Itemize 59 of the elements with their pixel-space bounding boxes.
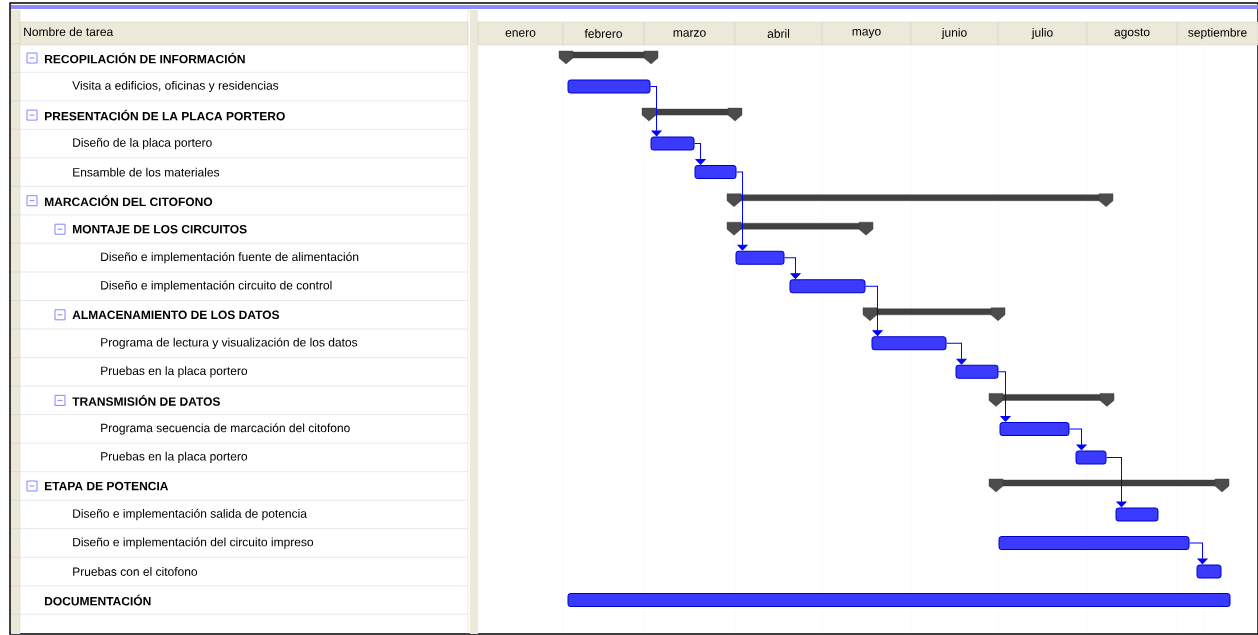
task-bar xyxy=(567,79,651,94)
task-bar xyxy=(999,421,1070,436)
task-name: Pruebas en la placa portero xyxy=(101,451,248,463)
dependency-arrow xyxy=(998,371,1011,422)
dependency-arrow xyxy=(1106,456,1127,508)
task-name: Diseño e implementación circuito de control xyxy=(101,280,332,292)
task-bar xyxy=(735,250,785,265)
summary-bar xyxy=(862,307,1006,321)
summary-bar xyxy=(726,222,874,236)
task-bar xyxy=(955,364,999,379)
column-header: enero xyxy=(477,21,564,46)
column-header: marzo xyxy=(643,21,736,46)
task-name: Pruebas en la placa portero xyxy=(101,366,248,378)
task-name: TRANSMISIÓN DE DATOS xyxy=(72,395,220,406)
task-bar xyxy=(998,536,1190,550)
dependency-arrow xyxy=(784,257,801,279)
task-name: RECOPILACIÓN DE INFORMACIÓN xyxy=(45,52,245,64)
task-name: Programa secuencia de marcación del citofono xyxy=(101,423,350,435)
summary-bar xyxy=(988,393,1115,407)
column-header: abril xyxy=(734,21,823,46)
dependency-arrow xyxy=(650,86,662,137)
task-name: MONTAJE DE LOS CIRCUITOS xyxy=(73,224,247,234)
task-name: DOCUMENTACIÓN xyxy=(45,594,151,606)
dependency-arrow xyxy=(694,143,706,165)
task-bar xyxy=(1115,507,1159,522)
task-name: Diseño de la placa portero xyxy=(73,138,212,150)
dependency-arrow xyxy=(1189,542,1208,565)
summary-bar xyxy=(988,478,1230,493)
task-bar xyxy=(567,593,1231,608)
task-bar xyxy=(694,165,737,180)
column-header: agosto xyxy=(1086,21,1178,46)
dependency-arrow xyxy=(1069,428,1087,451)
task-name: Diseño e implementación salida de potencia xyxy=(73,508,307,521)
dependency-arrow xyxy=(865,285,883,337)
dependency-arrow xyxy=(736,171,748,251)
task-bar xyxy=(789,279,866,294)
column-header: junio xyxy=(910,21,999,46)
summary-bar xyxy=(558,50,659,65)
task-bar xyxy=(871,336,947,351)
summary-bar xyxy=(726,193,1114,207)
task-bar xyxy=(1075,450,1107,465)
column-header: julio xyxy=(997,21,1088,46)
task-name: Visita a edificios, oficinas y residencias xyxy=(72,80,279,93)
column-header: mayo xyxy=(821,21,912,46)
column-header: septiembre xyxy=(1176,21,1258,46)
summary-bar xyxy=(641,107,743,122)
task-name: Diseño e implementación fuente de alimentación xyxy=(101,252,359,264)
task-name: Diseño e implementación del circuito impreso xyxy=(73,537,314,549)
task-bar xyxy=(650,136,695,151)
task-bar xyxy=(1196,564,1222,579)
dependency-arrow xyxy=(946,342,967,365)
task-name: ETAPA DE POTENCIA xyxy=(45,481,169,491)
task-name: MARCACIÓN DEL CITOFONO xyxy=(45,195,213,207)
column-header: febrero xyxy=(562,21,645,46)
task-name: Programa de lectura y visualización de los datos xyxy=(101,337,358,349)
task-name: ALMACENAMIENTO DE LOS DATOS xyxy=(72,310,280,320)
task-name: Ensamble de los materiales xyxy=(73,167,220,177)
task-name: PRESENTACIÓN DE LA PLACA PORTERO xyxy=(45,109,285,121)
task-name: Pruebas con el citofono xyxy=(73,567,198,576)
